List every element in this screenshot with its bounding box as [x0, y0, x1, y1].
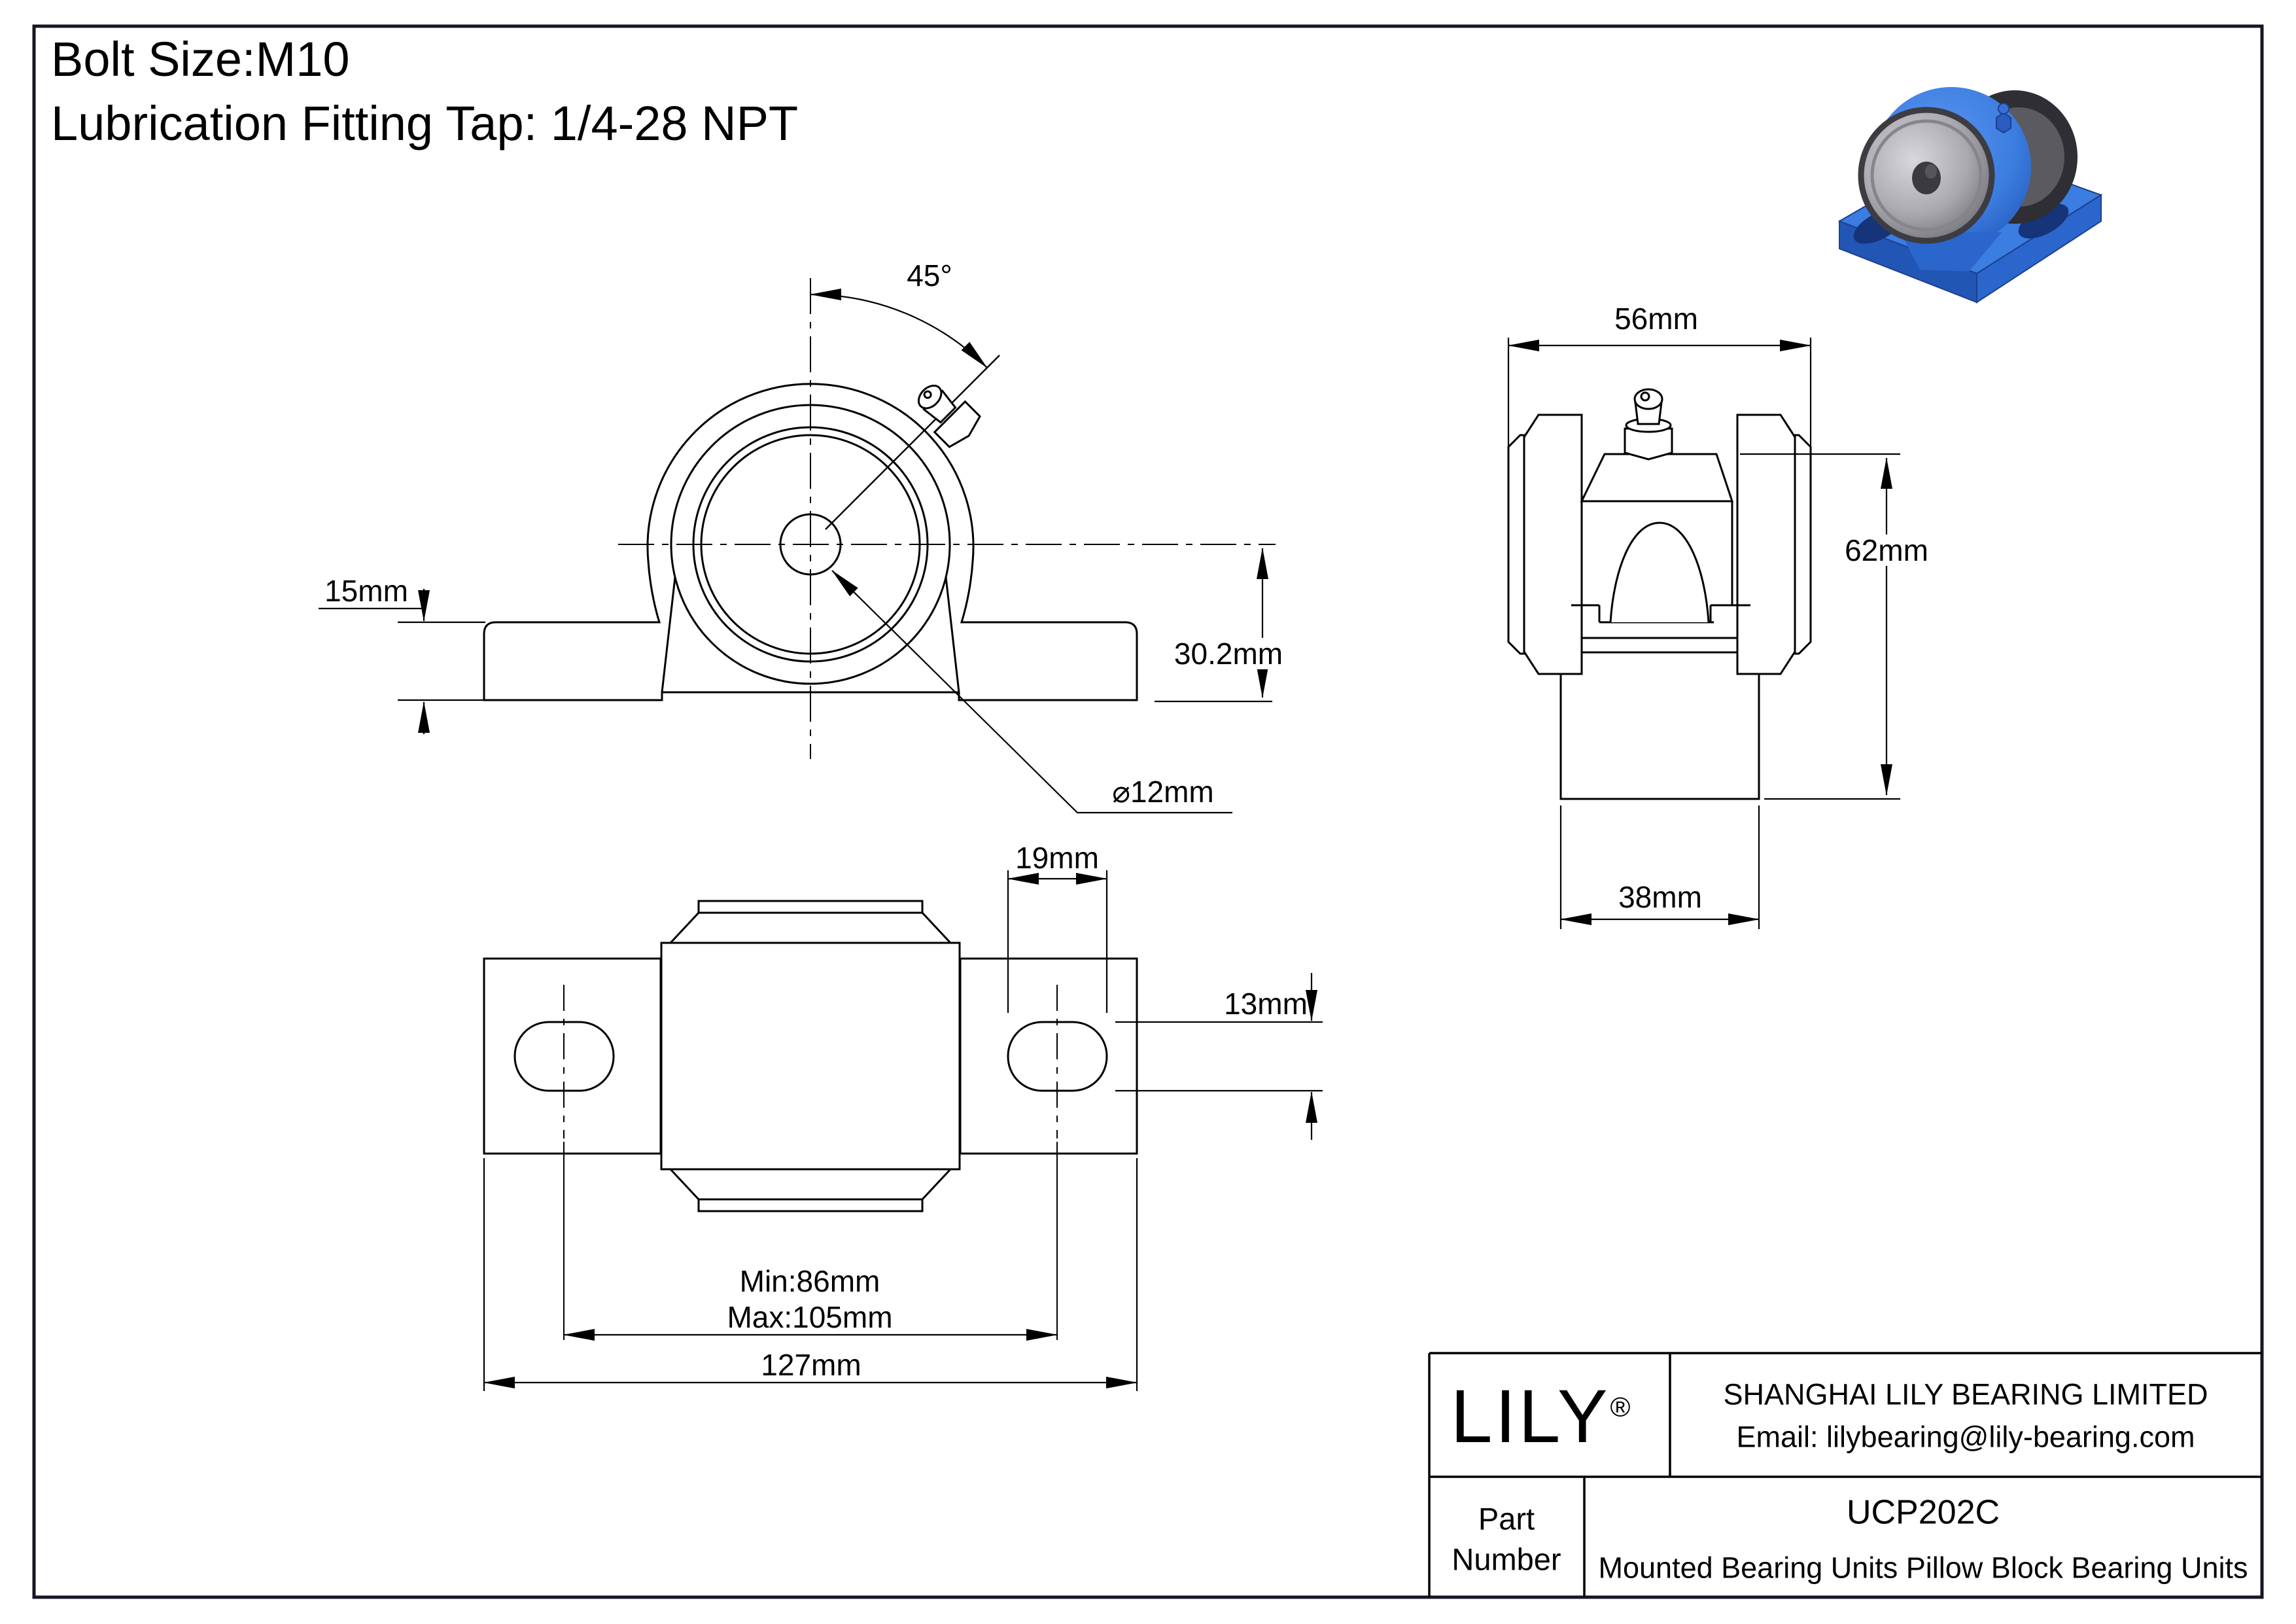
front-support-inner-walls	[661, 576, 960, 693]
product-3d-render	[1837, 87, 2103, 304]
dim-label-bore-12mm: ⌀12mm	[1112, 774, 1214, 809]
title-block-grid	[1428, 1352, 2262, 1597]
grease-axis-line	[825, 355, 1000, 530]
front-grease-fitting	[917, 384, 981, 448]
dim-label-min-86mm: Min:86mm	[739, 1263, 880, 1298]
company-logo: LILY®	[1450, 1375, 1633, 1458]
dim-label-38mm: 38mm	[1618, 879, 1702, 914]
front-view-linework	[319, 278, 1276, 814]
side-view-linework	[1507, 338, 1900, 929]
bottom-housing-square	[660, 942, 961, 1171]
angle-dimension-arc	[810, 289, 988, 368]
dim-15mm-lines	[319, 589, 487, 734]
front-housing-outline	[483, 383, 1138, 701]
part-description: Mounted Bearing Units Pillow Block Beari…	[1598, 1551, 2248, 1585]
bore-leader-line	[831, 570, 1232, 814]
part-number-label-line2: Number	[1452, 1542, 1561, 1577]
dim-label-13mm: 13mm	[1224, 986, 1308, 1021]
dim-13mm-lines	[1115, 973, 1323, 1140]
side-foot-slab	[1559, 637, 1760, 800]
dim-127mm-lines	[483, 1158, 1138, 1391]
dim-label-15mm: 15mm	[324, 573, 408, 608]
part-number-label-line1: Part	[1478, 1501, 1535, 1536]
dim-38mm-lines	[1559, 805, 1760, 929]
spec-bolt-size: Bolt Size:M10	[51, 32, 350, 86]
dim-62mm-lines	[1740, 453, 1900, 800]
side-grease-fitting	[1624, 388, 1673, 461]
dim-label-56mm: 56mm	[1614, 301, 1698, 336]
dim-56mm-lines	[1507, 338, 1812, 455]
dim-label-30-2mm: 30.2mm	[1168, 638, 1289, 669]
spec-lube-tap: Lubrication Fitting Tap: 1/4-28 NPT	[51, 96, 799, 150]
dim-label-127mm: 127mm	[761, 1347, 861, 1382]
part-number-value: UCP202C	[1846, 1493, 2000, 1532]
dim-label-max-105mm: Max:105mm	[727, 1299, 893, 1334]
dim-label-62mm: 62mm	[1839, 535, 1934, 566]
bottom-centerlines	[563, 985, 1058, 1340]
company-email: Email: lilybearing@lily-bearing.com	[1736, 1420, 2195, 1454]
dim-label-19mm: 19mm	[1015, 840, 1099, 875]
dim-label-angle-45: 45°	[907, 258, 952, 292]
dim-19mm-lines	[1007, 870, 1108, 1013]
dim-30-2mm-lines	[1155, 548, 1272, 703]
registered-trademark-icon: ®	[1610, 1391, 1633, 1422]
company-name: SHANGHAI LILY BEARING LIMITED	[1723, 1377, 2208, 1411]
page-border	[32, 24, 2264, 1599]
bottom-view-linework	[483, 870, 1323, 1391]
